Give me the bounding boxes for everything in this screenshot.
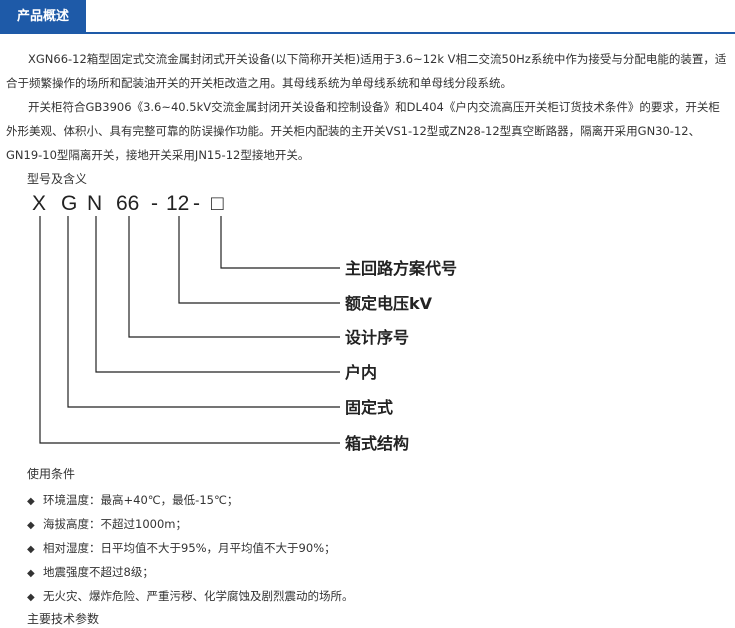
connector-indoor <box>95 216 340 373</box>
code-part-66: 66 <box>116 192 139 215</box>
code-part-g: G <box>61 192 77 215</box>
diamond-bullet-icon: ◆ <box>27 568 35 579</box>
tab-product-overview[interactable]: 产品概述 <box>0 0 86 34</box>
section-tab-bar: 产品概述 <box>0 0 735 34</box>
code-part-dash-1: - <box>151 192 158 215</box>
meaning-rated-voltage: 额定电压kV <box>345 294 433 313</box>
condition-text: 环境温度：最高+40℃，最低-15℃； <box>43 493 239 507</box>
code-part-box: □ <box>211 192 224 215</box>
connector-voltage <box>178 216 340 304</box>
condition-text: 地震强度不超过8级； <box>43 565 154 579</box>
connector-lines <box>39 216 340 444</box>
meaning-indoor: 户内 <box>345 363 377 382</box>
list-item: ◆ 无火灾、爆炸危险、严重污秽、化学腐蚀及剧烈震动的场所。 <box>27 584 354 608</box>
meaning-design-serial: 设计序号 <box>345 328 409 347</box>
connector-scheme <box>220 216 340 269</box>
connector-design <box>128 216 340 338</box>
conditions-title: 使用条件 <box>27 467 76 481</box>
list-item: ◆ 地震强度不超过8级； <box>27 560 354 584</box>
conditions-list: ◆ 环境温度：最高+40℃，最低-15℃； ◆ 海拔高度：不超过1000m； ◆ 相对… <box>27 488 354 608</box>
list-item: ◆ 环境温度：最高+40℃，最低-15℃； <box>27 488 354 512</box>
diamond-bullet-icon: ◆ <box>27 544 35 555</box>
model-code-diagram: X G N 66 - 12 - □ 主回路方案代号 额定电压kV 设计序号 户内… <box>32 192 457 453</box>
diamond-bullet-icon: ◆ <box>27 592 35 603</box>
meaning-box-structure: 箱式结构 <box>345 434 409 453</box>
diamond-bullet-icon: ◆ <box>27 496 35 507</box>
condition-text: 无火灾、爆炸危险、严重污秽、化学腐蚀及剧烈震动的场所。 <box>43 589 354 603</box>
list-item: ◆ 海拔高度：不超过1000m； <box>27 512 354 536</box>
diamond-bullet-icon: ◆ <box>27 520 35 531</box>
condition-text: 相对湿度：日平均值不大于95%，月平均值不大于90%； <box>43 541 336 555</box>
connector-box <box>39 216 340 444</box>
meaning-fixed-type: 固定式 <box>345 398 393 417</box>
code-part-x: X <box>32 192 46 215</box>
intro-paragraph-2: 开关柜符合GB3906《3.6~40.5kV交流金属封闭开关设备和控制设备》和D… <box>6 100 720 162</box>
condition-text: 海拔高度：不超过1000m； <box>43 517 187 531</box>
meaning-scheme-code: 主回路方案代号 <box>345 259 457 278</box>
connector-fixed <box>67 216 340 408</box>
tech-params-title: 主要技术参数 <box>27 612 100 626</box>
list-item: ◆ 相对湿度：日平均值不大于95%，月平均值不大于90%； <box>27 536 354 560</box>
intro-paragraph-1: XGN66-12箱型固定式交流金属封闭式开关设备(以下简称开关柜)适用于3.6~… <box>6 52 727 90</box>
code-part-12: 12 <box>166 192 189 215</box>
code-part-n: N <box>87 192 102 215</box>
code-part-dash-2: - <box>193 192 200 215</box>
model-section-title: 型号及含义 <box>27 172 88 186</box>
